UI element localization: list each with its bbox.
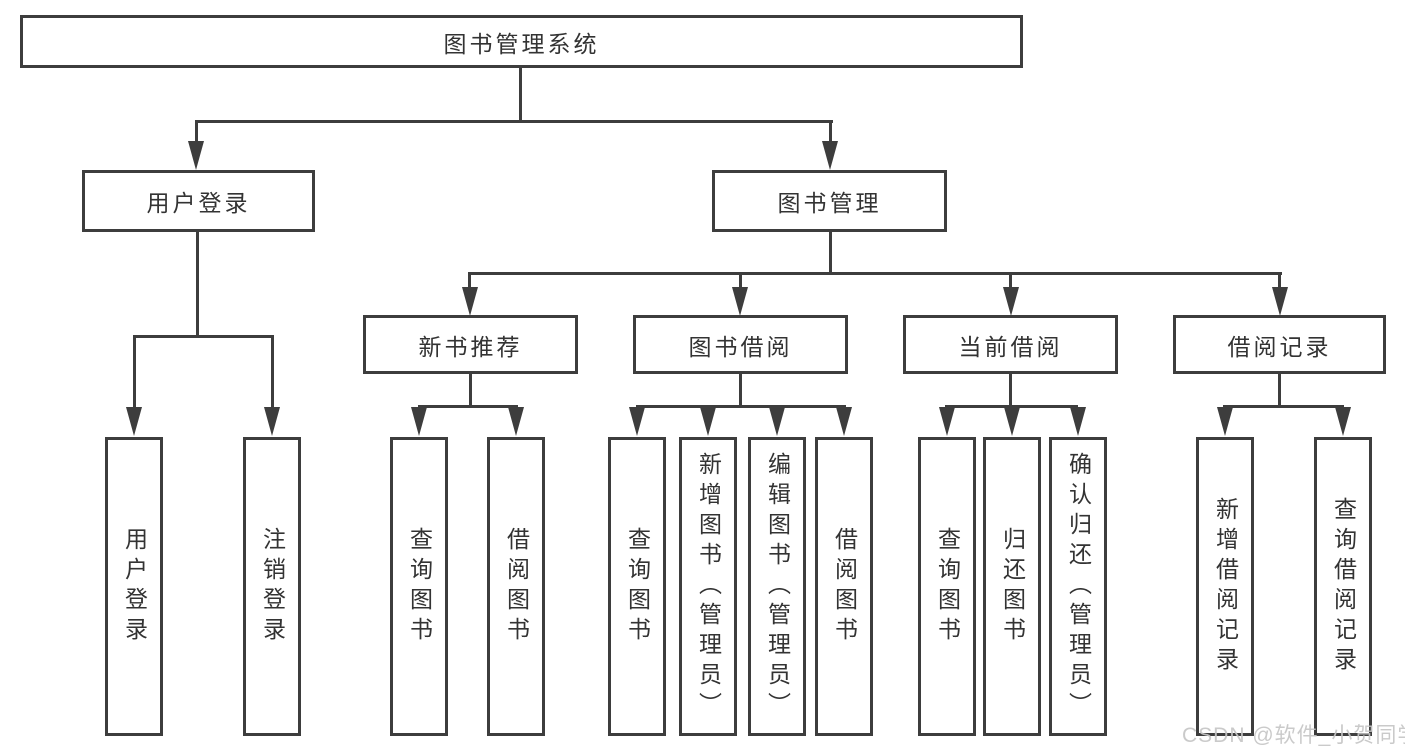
leaf-user-login-label: 用户登录 bbox=[121, 526, 148, 647]
connector-line bbox=[418, 405, 518, 408]
arrow-down-icon bbox=[836, 407, 852, 436]
arrow-down-icon bbox=[732, 287, 748, 316]
leaf-current-return-books: 归还图书 bbox=[983, 437, 1041, 736]
arrow-down-icon bbox=[629, 407, 645, 436]
leaf-borrow-query-books: 查询图书 bbox=[608, 437, 666, 736]
leaf-current-query-books-label: 查询图书 bbox=[934, 526, 961, 647]
arrow-down-icon bbox=[1003, 287, 1019, 316]
arrow-down-icon bbox=[188, 141, 204, 170]
node-current-borrow-label: 当前借阅 bbox=[958, 333, 1063, 360]
leaf-recommend-query-books-label: 查询图书 bbox=[406, 526, 433, 647]
arrow-down-icon bbox=[1272, 287, 1288, 316]
leaf-records-query-borrow-record-label: 查询借阅记录 bbox=[1330, 496, 1357, 677]
leaf-borrow-edit-books-admin: 编辑图书（管理员） bbox=[748, 437, 806, 736]
connector-line bbox=[468, 272, 471, 289]
connector-line bbox=[196, 232, 199, 335]
arrow-down-icon bbox=[1004, 407, 1020, 436]
connector-line bbox=[829, 232, 832, 272]
connector-line bbox=[739, 272, 742, 289]
arrow-down-icon bbox=[822, 141, 838, 170]
node-book-management: 图书管理 bbox=[712, 170, 947, 232]
connector-line bbox=[133, 335, 274, 338]
connector-line bbox=[1009, 374, 1012, 405]
leaf-borrow-borrow-books-label: 借阅图书 bbox=[831, 526, 858, 647]
leaf-borrow-query-books-label: 查询图书 bbox=[624, 526, 651, 647]
leaf-logout-login: 注销登录 bbox=[243, 437, 301, 736]
node-borrow-records: 借阅记录 bbox=[1173, 315, 1386, 374]
arrow-down-icon bbox=[126, 407, 142, 436]
leaf-logout-login-label: 注销登录 bbox=[259, 526, 286, 647]
arrow-down-icon bbox=[411, 407, 427, 436]
arrow-down-icon bbox=[1217, 407, 1233, 436]
leaf-records-add-borrow-record-label: 新增借阅记录 bbox=[1212, 496, 1239, 677]
leaf-records-query-borrow-record: 查询借阅记录 bbox=[1314, 437, 1372, 736]
arrow-down-icon bbox=[700, 407, 716, 436]
connector-line bbox=[945, 405, 1078, 408]
leaf-borrow-borrow-books: 借阅图书 bbox=[815, 437, 873, 736]
arrow-down-icon bbox=[939, 407, 955, 436]
leaf-recommend-borrow-books-label: 借阅图书 bbox=[503, 526, 530, 647]
node-user-login: 用户登录 bbox=[82, 170, 315, 232]
node-book-borrow: 图书借阅 bbox=[633, 315, 848, 374]
node-root-label: 图书管理系统 bbox=[443, 30, 600, 57]
leaf-borrow-add-books-admin: 新增图书（管理员） bbox=[679, 437, 737, 736]
arrow-down-icon bbox=[769, 407, 785, 436]
connector-line bbox=[195, 120, 198, 142]
connector-line bbox=[469, 374, 472, 405]
node-new-book-recommend-label: 新书推荐 bbox=[418, 333, 523, 360]
connector-line bbox=[636, 405, 846, 408]
node-book-borrow-label: 图书借阅 bbox=[688, 333, 793, 360]
leaf-records-add-borrow-record: 新增借阅记录 bbox=[1196, 437, 1254, 736]
arrow-down-icon bbox=[508, 407, 524, 436]
leaf-user-login: 用户登录 bbox=[105, 437, 163, 736]
connector-line bbox=[1009, 272, 1012, 289]
connector-line bbox=[1223, 405, 1344, 408]
connector-line bbox=[133, 335, 136, 408]
csdn-watermark: CSDN @软件_小贺同学 bbox=[1182, 724, 1405, 747]
leaf-recommend-query-books: 查询图书 bbox=[390, 437, 448, 736]
connector-line bbox=[1278, 374, 1281, 405]
connector-line bbox=[829, 120, 832, 142]
arrow-down-icon bbox=[264, 407, 280, 436]
connector-line bbox=[271, 335, 274, 408]
leaf-current-confirm-return-admin-label: 确认归还（管理员） bbox=[1065, 451, 1092, 722]
arrow-down-icon bbox=[1070, 407, 1086, 436]
arrow-down-icon bbox=[462, 287, 478, 316]
leaf-recommend-borrow-books: 借阅图书 bbox=[487, 437, 545, 736]
connector-line bbox=[196, 120, 833, 123]
leaf-borrow-edit-books-admin-label: 编辑图书（管理员） bbox=[764, 451, 791, 722]
leaf-current-query-books: 查询图书 bbox=[918, 437, 976, 736]
leaf-borrow-add-books-admin-label: 新增图书（管理员） bbox=[695, 451, 722, 722]
leaf-current-confirm-return-admin: 确认归还（管理员） bbox=[1049, 437, 1107, 736]
node-borrow-records-label: 借阅记录 bbox=[1227, 333, 1332, 360]
connector-line bbox=[469, 272, 1282, 275]
arrow-down-icon bbox=[1335, 407, 1351, 436]
node-root: 图书管理系统 bbox=[20, 15, 1023, 68]
connector-line bbox=[739, 374, 742, 405]
leaf-current-return-books-label: 归还图书 bbox=[999, 526, 1026, 647]
node-new-book-recommend: 新书推荐 bbox=[363, 315, 578, 374]
connector-line bbox=[519, 67, 522, 121]
node-user-login-label: 用户登录 bbox=[146, 190, 251, 216]
connector-line bbox=[1278, 272, 1281, 289]
node-book-management-label: 图书管理 bbox=[777, 190, 882, 216]
node-current-borrow: 当前借阅 bbox=[903, 315, 1118, 374]
